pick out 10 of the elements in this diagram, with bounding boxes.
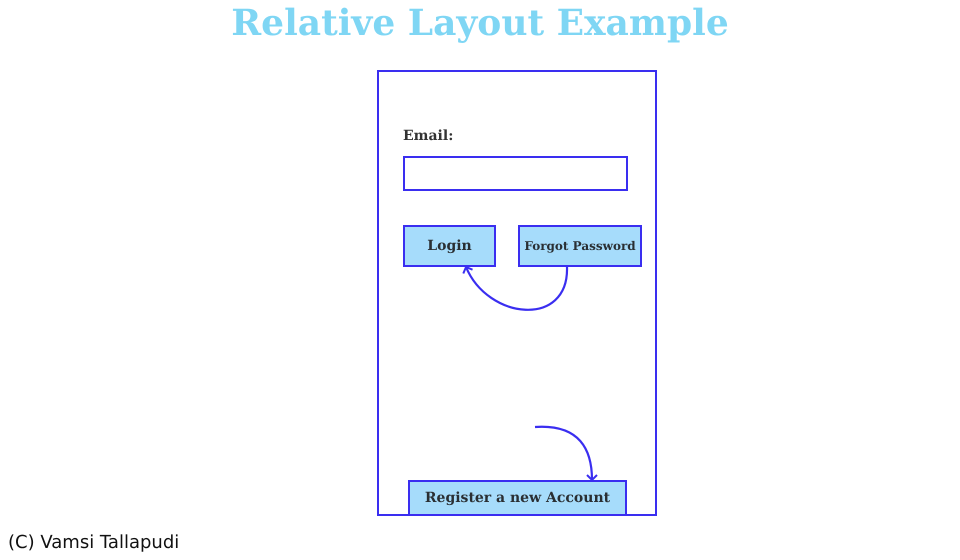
- login-button: Login: [403, 225, 496, 267]
- forgot-password-button: Forgot Password: [518, 225, 642, 267]
- email-input-field: [403, 156, 628, 191]
- phone-screen-frame: [377, 70, 657, 516]
- register-button: Register a new Account: [408, 480, 627, 516]
- field-label: Email:: [403, 128, 454, 144]
- copyright-text: (C) Vamsi Tallapudi: [8, 532, 180, 553]
- title: Relative Layout Example: [230, 2, 730, 44]
- curved-arrow: [534, 426, 598, 481]
- curved-arrow: [462, 266, 568, 311]
